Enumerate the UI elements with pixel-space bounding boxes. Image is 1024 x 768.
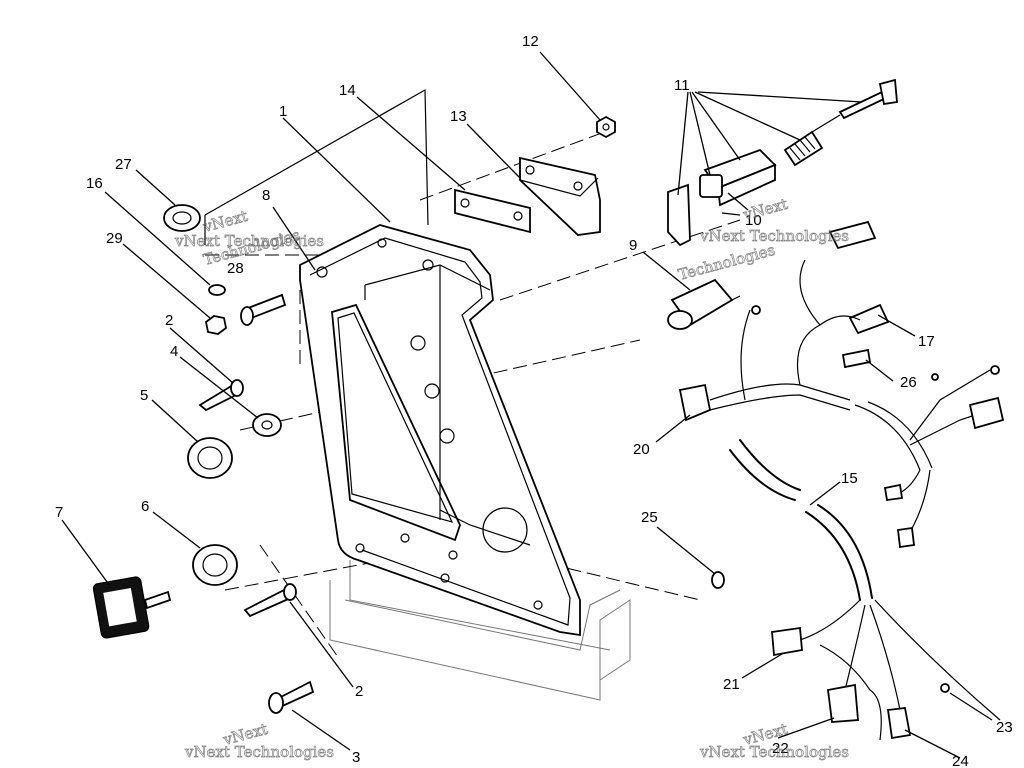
callout-7: 7	[55, 504, 63, 521]
nut-29	[205, 315, 227, 335]
watermark-4-line2: vNext Technologies	[699, 743, 849, 761]
washer-4	[252, 413, 282, 437]
callout-25: 25	[641, 509, 658, 526]
part-14-reference-frame	[204, 88, 429, 245]
watermark-2-line2: vNext Technologies	[699, 227, 849, 245]
watermark-2-line1: vNext	[740, 195, 789, 224]
ring-27	[163, 204, 201, 232]
callout-1: 1	[279, 103, 287, 120]
callout-16: 16	[86, 175, 103, 192]
callout-23: 23	[996, 719, 1013, 736]
nut-12	[596, 115, 616, 139]
callout-17: 17	[918, 333, 935, 350]
callout-2-upper: 2	[165, 312, 173, 329]
callout-13: 13	[450, 108, 467, 125]
bezel-nut-6	[192, 544, 238, 586]
callout-21: 21	[723, 676, 740, 693]
connectors-17-26	[828, 220, 890, 369]
callout-8: 8	[262, 187, 270, 204]
callout-3: 3	[352, 749, 360, 766]
watermark-2-line3: Technologies	[676, 241, 777, 284]
callout-26: 26	[900, 374, 917, 391]
callout-5: 5	[140, 387, 148, 404]
leader-lines	[61, 51, 993, 759]
callout-20: 20	[633, 441, 650, 458]
callout-14: 14	[339, 82, 356, 99]
background-frame	[329, 560, 631, 701]
callout-6: 6	[141, 498, 149, 515]
callout-24: 24	[952, 753, 969, 768]
callout-28: 28	[227, 260, 244, 277]
callout-2-lower: 2	[355, 683, 363, 700]
small-hardware	[92, 204, 725, 714]
bezel-nut-5	[187, 437, 233, 479]
callout-12: 12	[522, 33, 539, 50]
watermark-1-line2: vNext Technologies	[174, 232, 324, 250]
callout-4: 4	[170, 343, 178, 360]
latch-assembly	[667, 78, 898, 247]
callout-29: 29	[106, 230, 123, 247]
callout-15: 15	[841, 470, 858, 487]
watermark-3-line2: vNext Technologies	[184, 743, 334, 761]
mounting-panel	[299, 224, 581, 637]
callout-labels: 1 2 2 3 4 5 6 7 8 9 10 11 12 13 14 15 16…	[55, 33, 1013, 768]
switch-9	[667, 278, 741, 330]
callout-10: 10	[745, 212, 762, 229]
callout-22: 22	[772, 740, 789, 757]
callout-27: 27	[115, 156, 132, 173]
top-plates	[454, 156, 601, 236]
washer-16	[208, 284, 226, 296]
callout-11: 11	[674, 77, 690, 94]
callout-9: 9	[629, 237, 637, 254]
wire-harness	[678, 259, 1005, 741]
washer-25	[711, 571, 725, 589]
